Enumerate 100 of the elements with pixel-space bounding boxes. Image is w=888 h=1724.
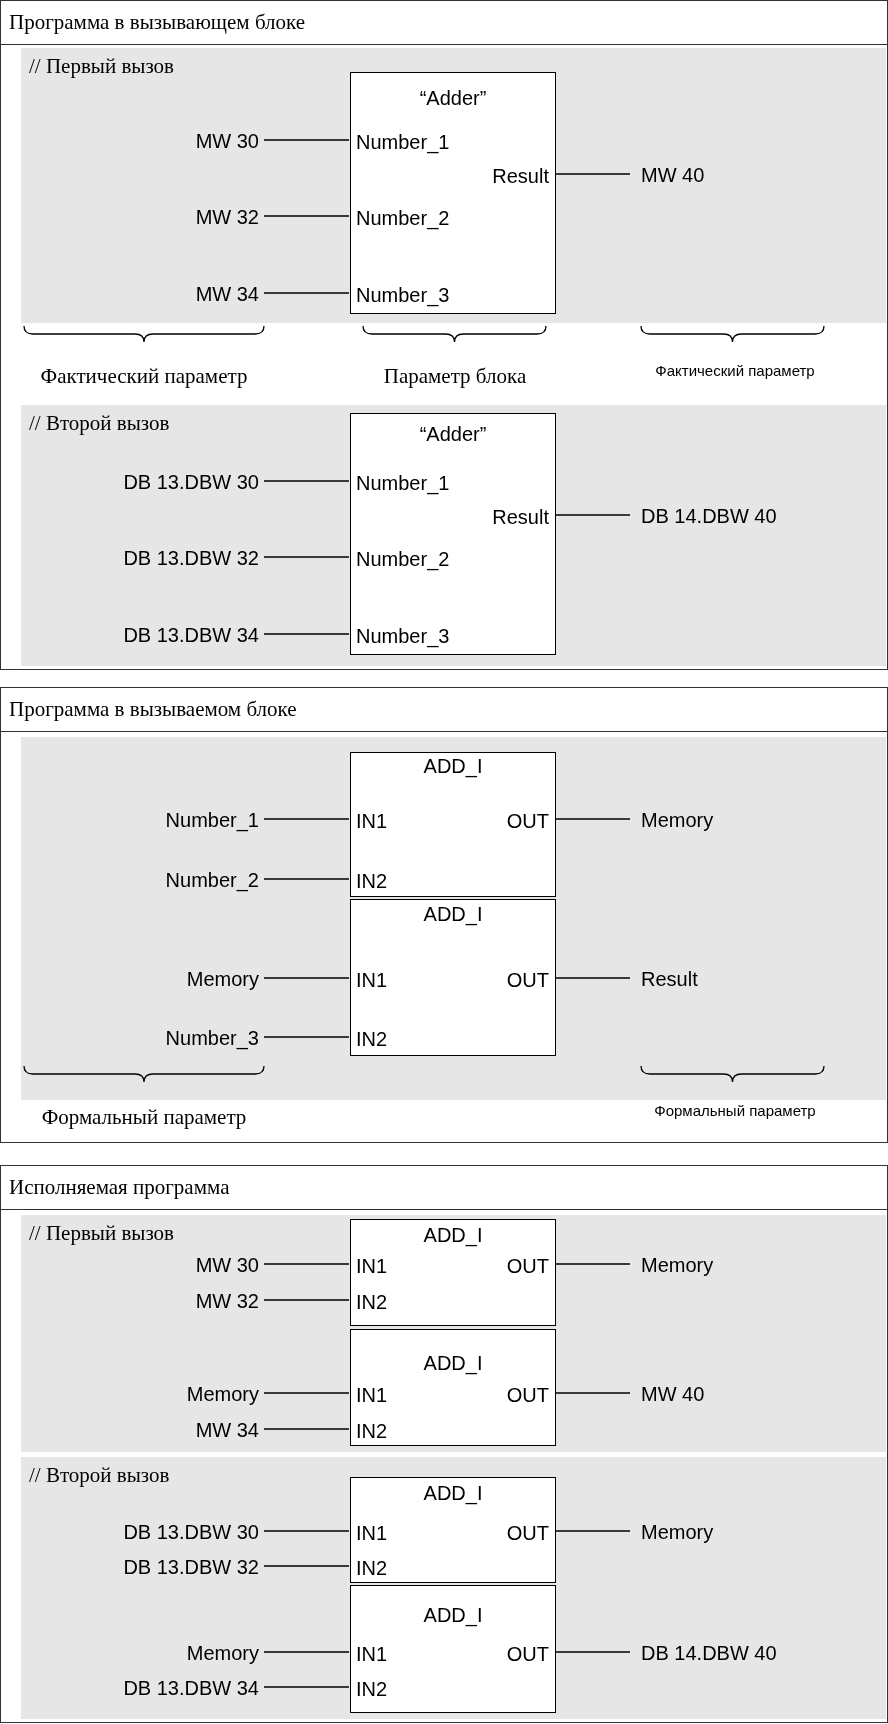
- function-block: [350, 1329, 556, 1446]
- pin-label: Number_1: [356, 471, 450, 495]
- pin-label: OUT: [506, 1521, 549, 1545]
- connector-line: [263, 1686, 350, 1688]
- pin-label: OUT: [506, 968, 549, 992]
- connector-line: [263, 977, 350, 979]
- operand-label: MW 32: [41, 205, 265, 229]
- function-block: [350, 752, 556, 897]
- pin-label: IN2: [356, 1556, 388, 1580]
- comment-text: // Второй вызов: [29, 411, 170, 436]
- block-name: ADD_I: [422, 1351, 484, 1375]
- panel-frame: [0, 687, 888, 1143]
- pin-label: OUT: [506, 1254, 549, 1278]
- function-block: [350, 1585, 556, 1713]
- pin-label: IN1: [356, 1642, 388, 1666]
- pin-label: IN2: [356, 1419, 388, 1443]
- function-block: [350, 1477, 556, 1583]
- connector-line: [263, 480, 350, 482]
- connector-line: [554, 173, 631, 175]
- block-name: “Adder”: [418, 86, 488, 110]
- block-name: ADD_I: [422, 902, 484, 926]
- operand-label: DB 13.DBW 34: [41, 1676, 265, 1700]
- pin-label: IN2: [356, 1290, 388, 1314]
- connector-line: [554, 514, 631, 516]
- operand-label: MW 34: [41, 1418, 265, 1442]
- operand-label: DB 14.DBW 40: [631, 1641, 851, 1665]
- pin-label: IN1: [356, 1254, 388, 1278]
- operand-label: Memory: [631, 1253, 851, 1277]
- operand-label: Memory: [41, 1382, 265, 1406]
- pin-label: OUT: [506, 809, 549, 833]
- bracket-label: Фактический параметр: [655, 361, 815, 379]
- connector-line: [554, 1651, 631, 1653]
- connector-line: [554, 1530, 631, 1532]
- connector-line: [263, 1428, 350, 1430]
- connector-line: [263, 292, 350, 294]
- operand-label: DB 13.DBW 32: [41, 546, 265, 570]
- section-band: [21, 48, 886, 323]
- function-block: [350, 899, 556, 1056]
- connector-line: [263, 633, 350, 635]
- block-name: ADD_I: [422, 1481, 484, 1505]
- pin-label: OUT: [506, 1642, 549, 1666]
- pin-label: Result: [492, 164, 549, 188]
- connector-line: [263, 1392, 350, 1394]
- pin-label: IN1: [356, 1521, 388, 1545]
- connector-line: [554, 818, 631, 820]
- panel-heading: Исполняемая программа: [1, 1166, 887, 1210]
- pin-label: Number_2: [356, 206, 450, 230]
- section-band: [21, 405, 886, 666]
- pin-label: Number_2: [356, 547, 450, 571]
- section-band: [21, 1457, 886, 1719]
- operand-label: Result: [631, 967, 851, 991]
- panel-heading: Программа в вызываемом блоке: [1, 688, 887, 732]
- pin-label: IN1: [356, 968, 388, 992]
- section-band: [21, 737, 886, 1100]
- connector-line: [263, 1263, 350, 1265]
- operand-label: MW 40: [631, 1382, 851, 1406]
- pin-label: Result: [492, 505, 549, 529]
- bracket-label: Фактический параметр: [40, 363, 248, 389]
- operand-label: Memory: [631, 808, 851, 832]
- comment-text: // Первый вызов: [29, 54, 175, 79]
- bracket-label: Формальный параметр: [654, 1101, 816, 1119]
- pin-label: IN2: [356, 1677, 388, 1701]
- operand-label: DB 13.DBW 30: [41, 1520, 265, 1544]
- pin-label: IN1: [356, 1383, 388, 1407]
- operand-label: MW 32: [41, 1289, 265, 1313]
- panel-heading: Программа в вызывающем блоке: [1, 1, 887, 45]
- block-name: ADD_I: [422, 1603, 484, 1627]
- bracket-label: Параметр блока: [383, 363, 527, 389]
- connector-line: [554, 1392, 631, 1394]
- panel-frame: [0, 0, 888, 670]
- connector-line: [263, 139, 350, 141]
- function-block: [350, 72, 556, 314]
- operand-label: MW 40: [631, 163, 851, 187]
- connector-line: [554, 977, 631, 979]
- block-name: ADD_I: [422, 754, 484, 778]
- operand-label: Number_2: [41, 868, 265, 892]
- pin-label: IN1: [356, 809, 388, 833]
- connector-line: [263, 556, 350, 558]
- pin-label: Number_1: [356, 130, 450, 154]
- comment-text: // Первый вызов: [29, 1221, 175, 1246]
- section-band: [21, 1215, 886, 1452]
- operand-label: MW 30: [41, 129, 265, 153]
- operand-label: DB 13.DBW 30: [41, 470, 265, 494]
- operand-label: MW 34: [41, 282, 265, 306]
- connector-line: [263, 1036, 350, 1038]
- connector-line: [263, 878, 350, 880]
- function-block: [350, 1219, 556, 1326]
- operand-label: Memory: [41, 1641, 265, 1665]
- operand-label: Memory: [631, 1520, 851, 1544]
- connector-line: [263, 1651, 350, 1653]
- operand-label: Memory: [41, 967, 265, 991]
- function-block: [350, 413, 556, 655]
- pin-label: IN2: [356, 1027, 388, 1051]
- block-name: “Adder”: [418, 422, 488, 446]
- operand-label: DB 13.DBW 32: [41, 1555, 265, 1579]
- connector-line: [263, 1299, 350, 1301]
- connector-line: [263, 215, 350, 217]
- connector-line: [263, 1565, 350, 1567]
- panel-frame: [0, 1165, 888, 1723]
- operand-label: Number_1: [41, 808, 265, 832]
